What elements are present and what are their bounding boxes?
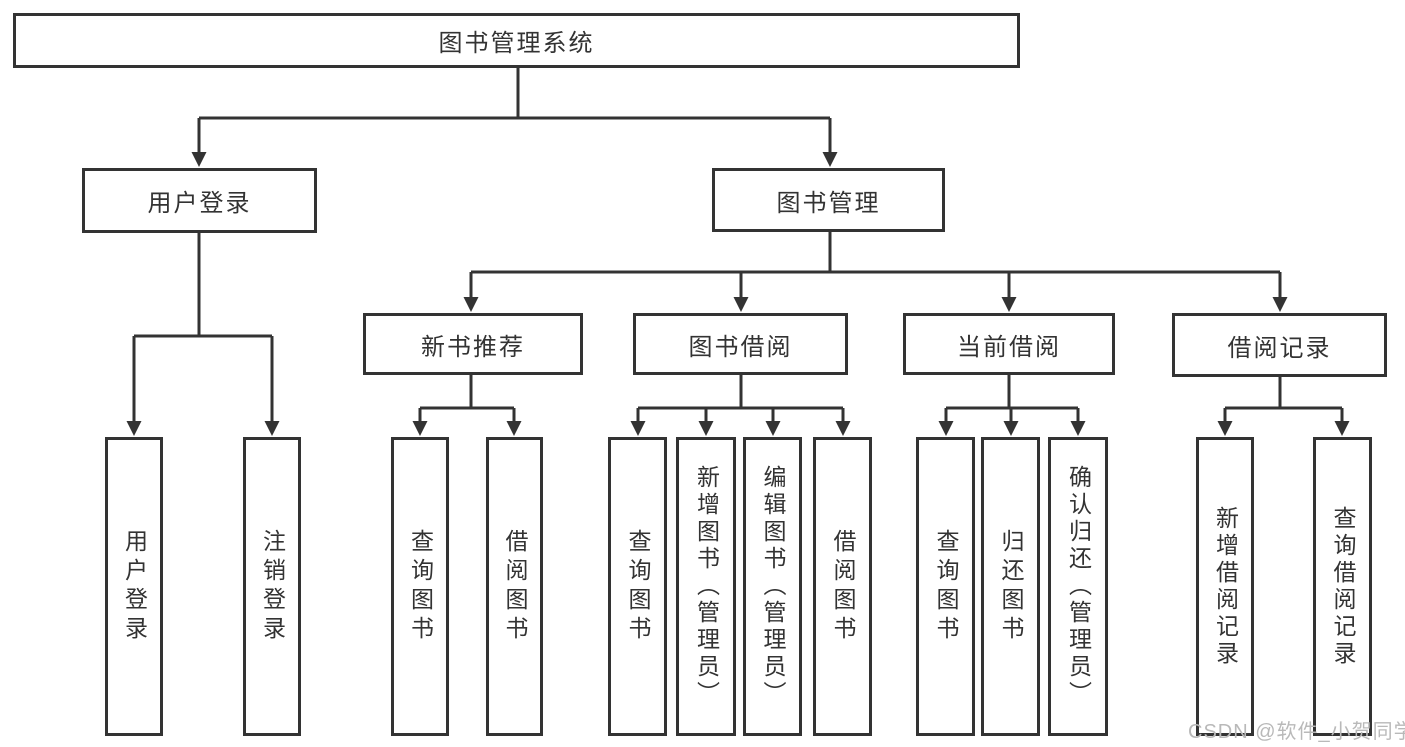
leaf-edit-books-admin: 编辑图书（管理员） (743, 437, 802, 736)
node-book-borrow: 图书借阅 (633, 313, 848, 375)
leaf-logout: 注销登录 (243, 437, 301, 736)
leaf-borrow-books-recommend: 借阅图书 (486, 437, 543, 736)
node-current-borrow: 当前借阅 (903, 313, 1115, 375)
leaf-return-books: 归还图书 (981, 437, 1040, 736)
node-borrow-records: 借阅记录 (1172, 313, 1387, 377)
leaf-query-borrow-record: 查询借阅记录 (1313, 437, 1372, 736)
node-root: 图书管理系统 (13, 13, 1020, 68)
leaf-add-borrow-record: 新增借阅记录 (1196, 437, 1254, 736)
node-new-book-recommend: 新书推荐 (363, 313, 583, 375)
leaf-borrow-books-borrow: 借阅图书 (813, 437, 872, 736)
node-book-management: 图书管理 (712, 168, 945, 232)
csdn-watermark: CSDN @软件_小贺同学 (1188, 721, 1405, 743)
node-user-login: 用户登录 (82, 168, 317, 233)
leaf-query-books-borrow: 查询图书 (608, 437, 667, 736)
leaf-query-books-current: 查询图书 (916, 437, 975, 736)
leaf-add-books-admin: 新增图书（管理员） (676, 437, 736, 736)
leaf-query-books-recommend: 查询图书 (391, 437, 449, 736)
leaf-confirm-return-admin: 确认归还（管理员） (1048, 437, 1108, 736)
leaf-user-login: 用户登录 (105, 437, 163, 736)
